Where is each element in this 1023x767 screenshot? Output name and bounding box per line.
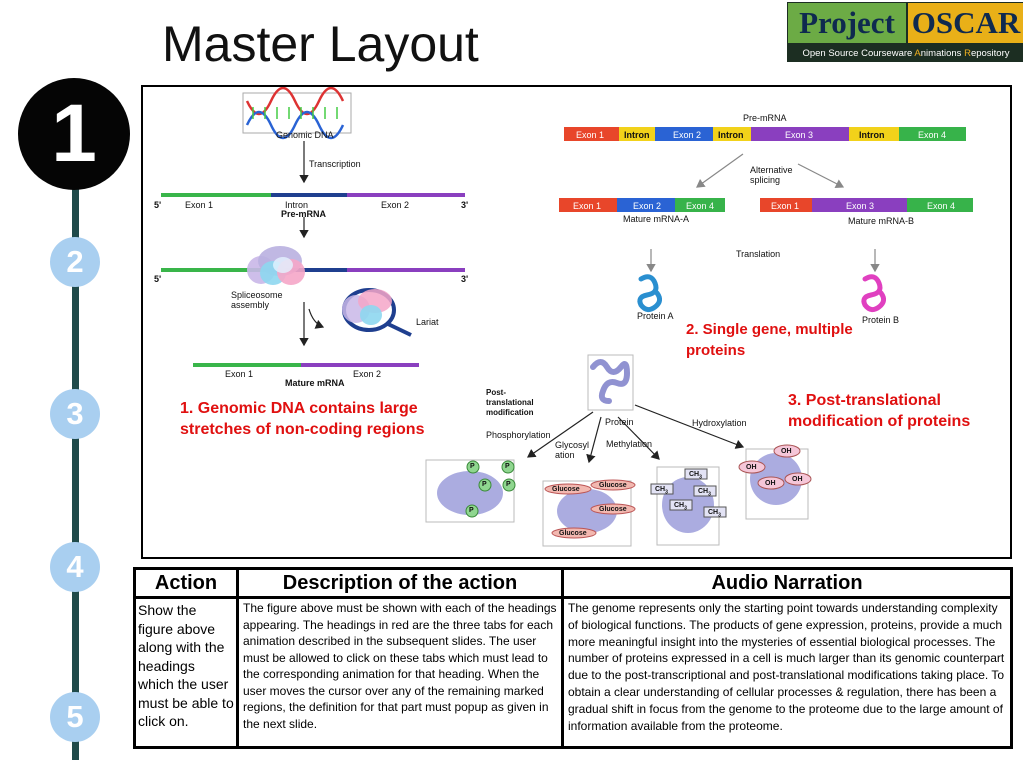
exon1-label: Exon 1 <box>185 200 214 210</box>
intron-label: Intron <box>285 200 309 210</box>
mature-b-exon3: Exon 3 <box>846 201 875 211</box>
three-prime-label-2: 3' <box>461 274 469 284</box>
action-cell: Show the figure above along with the hea… <box>138 602 234 729</box>
pre-mrna-exon-bar <box>564 127 966 141</box>
step-5-button[interactable]: 5 <box>50 692 100 742</box>
description-header: Description of the action <box>239 570 561 599</box>
description-column: Description of the action The figure abo… <box>239 570 564 746</box>
step-4-button[interactable]: 4 <box>50 542 100 592</box>
genomic-dna-label: Genomic DNA <box>276 130 334 140</box>
ptm-protein-label: Protein <box>605 417 634 427</box>
five-prime-label-2: 5' <box>154 274 162 284</box>
lariat-image <box>342 288 412 337</box>
transcription-label: Transcription <box>309 159 361 169</box>
step-3-button[interactable]: 3 <box>50 389 100 439</box>
action-table: Action Show the figure above along with … <box>133 567 1013 749</box>
three-prime-label: 3' <box>461 200 469 210</box>
p-label-5: P <box>469 507 474 514</box>
protein-b-image <box>861 274 887 313</box>
page-title: Master Layout <box>162 16 479 72</box>
mature-mrna-label: Mature mRNA <box>285 378 345 388</box>
mature-a-exon1: Exon 1 <box>573 201 602 211</box>
step-1-button[interactable]: 1 <box>18 78 130 190</box>
glucose-label-2: Glucose <box>599 482 627 489</box>
p-label-4: P <box>506 481 511 488</box>
protein-b-label: Protein B <box>862 315 900 325</box>
phosphorylated-protein-image <box>425 459 516 523</box>
step-timeline <box>72 150 79 760</box>
p-label-2: P <box>505 463 510 470</box>
ch3-label-1: CH3 <box>689 471 702 481</box>
alternative-splicing-label: Alternative splicing <box>750 165 793 185</box>
ch3-label-2: CH3 <box>655 486 668 496</box>
mature-mrna-a-label: Mature mRNA-A <box>623 214 690 224</box>
lariat-label: Lariat <box>416 317 439 327</box>
glucose-label-1: Glucose <box>552 486 580 493</box>
oh-label-2: OH <box>746 464 757 471</box>
audio-header: Audio Narration <box>564 570 1010 599</box>
project-oscar-logo: Project OSCAR Open Source Courseware Ani… <box>787 2 1023 62</box>
mature-mrna-b-bar <box>760 198 973 212</box>
figure-drawing <box>161 87 973 547</box>
methylated-protein-image <box>650 466 727 546</box>
mature-mrna-b-label: Mature mRNA-B <box>848 216 915 226</box>
oh-label-3: OH <box>765 480 776 487</box>
alt-seg-intron2: Intron <box>718 130 744 140</box>
action-header: Action <box>136 570 236 599</box>
mature-exon2-label: Exon 2 <box>353 369 382 379</box>
action-column: Action Show the figure above along with … <box>136 570 239 746</box>
step-2-button[interactable]: 2 <box>50 237 100 287</box>
mature-b-exon4: Exon 4 <box>927 201 956 211</box>
alt-pre-mrna-label: Pre-mRNA <box>743 113 787 123</box>
ch3-label-5: CH3 <box>708 509 721 519</box>
pre-mrna-label: Pre-mRNA <box>281 209 327 219</box>
mature-b-exon1: Exon 1 <box>771 201 800 211</box>
alt-seg-exon4: Exon 4 <box>918 130 947 140</box>
heading-genomic-dna-tab[interactable]: 1. Genomic DNA contains large stretches … <box>180 400 425 438</box>
exon2-label: Exon 2 <box>381 200 410 210</box>
p-label-3: P <box>482 481 487 488</box>
alt-seg-intron1: Intron <box>624 130 650 140</box>
audio-cell: The genome represents only the starting … <box>568 601 1005 733</box>
mature-a-exon4: Exon 4 <box>686 201 715 211</box>
hydroxylation-label: Hydroxylation <box>692 418 747 428</box>
mature-a-exon2: Exon 2 <box>633 201 662 211</box>
protein-central-image <box>587 354 634 411</box>
spliceosome-image <box>247 246 305 285</box>
glucose-label-4: Glucose <box>559 530 587 537</box>
alt-seg-exon1: Exon 1 <box>576 130 605 140</box>
phosphorylation-label: Phosphorylation <box>486 430 551 440</box>
hydroxylated-protein-image <box>738 444 812 520</box>
methylation-label: Methylation <box>606 439 653 449</box>
glycosylated-protein-image <box>542 479 636 547</box>
spliceosome-label: Spliceosome assembly <box>231 290 283 310</box>
glycosylation-label: Glycosyl ation <box>555 440 590 460</box>
alt-seg-intron3: Intron <box>859 130 885 140</box>
five-prime-label: 5' <box>154 200 162 210</box>
heading-single-gene-tab[interactable]: 2. Single gene, multiple proteins <box>686 321 853 359</box>
ch3-label-3: CH3 <box>698 488 711 498</box>
protein-a-image <box>637 274 663 313</box>
alt-seg-exon2: Exon 2 <box>673 130 702 140</box>
alt-seg-exon3: Exon 3 <box>785 130 814 140</box>
logo-subtitle: Open Source Courseware Animations Reposi… <box>788 46 1023 61</box>
mature-mrna-a-bar <box>559 198 725 212</box>
oh-label-1: OH <box>781 448 792 455</box>
protein-a-label: Protein A <box>637 311 674 321</box>
description-cell: The figure above must be shown with each… <box>243 601 557 731</box>
p-label-1: P <box>470 463 475 470</box>
figure-panel: Genomic DNA Transcription 5' 3' Exon 1 I… <box>141 85 1012 559</box>
mature-exon1-label: Exon 1 <box>225 369 254 379</box>
logo-oscar-text: OSCAR <box>908 3 1023 43</box>
ptm-title-label: Post- translational modification <box>486 388 534 417</box>
translation-label: Translation <box>736 249 781 259</box>
oh-label-4: OH <box>792 476 803 483</box>
logo-project-text: Project <box>788 3 906 43</box>
glucose-label-3: Glucose <box>599 506 627 513</box>
audio-column: Audio Narration The genome represents on… <box>564 570 1010 746</box>
genomic-dna-image <box>242 87 352 140</box>
ch3-label-4: CH3 <box>674 502 687 512</box>
heading-post-translational-tab[interactable]: 3. Post-translational modification of pr… <box>788 392 971 430</box>
